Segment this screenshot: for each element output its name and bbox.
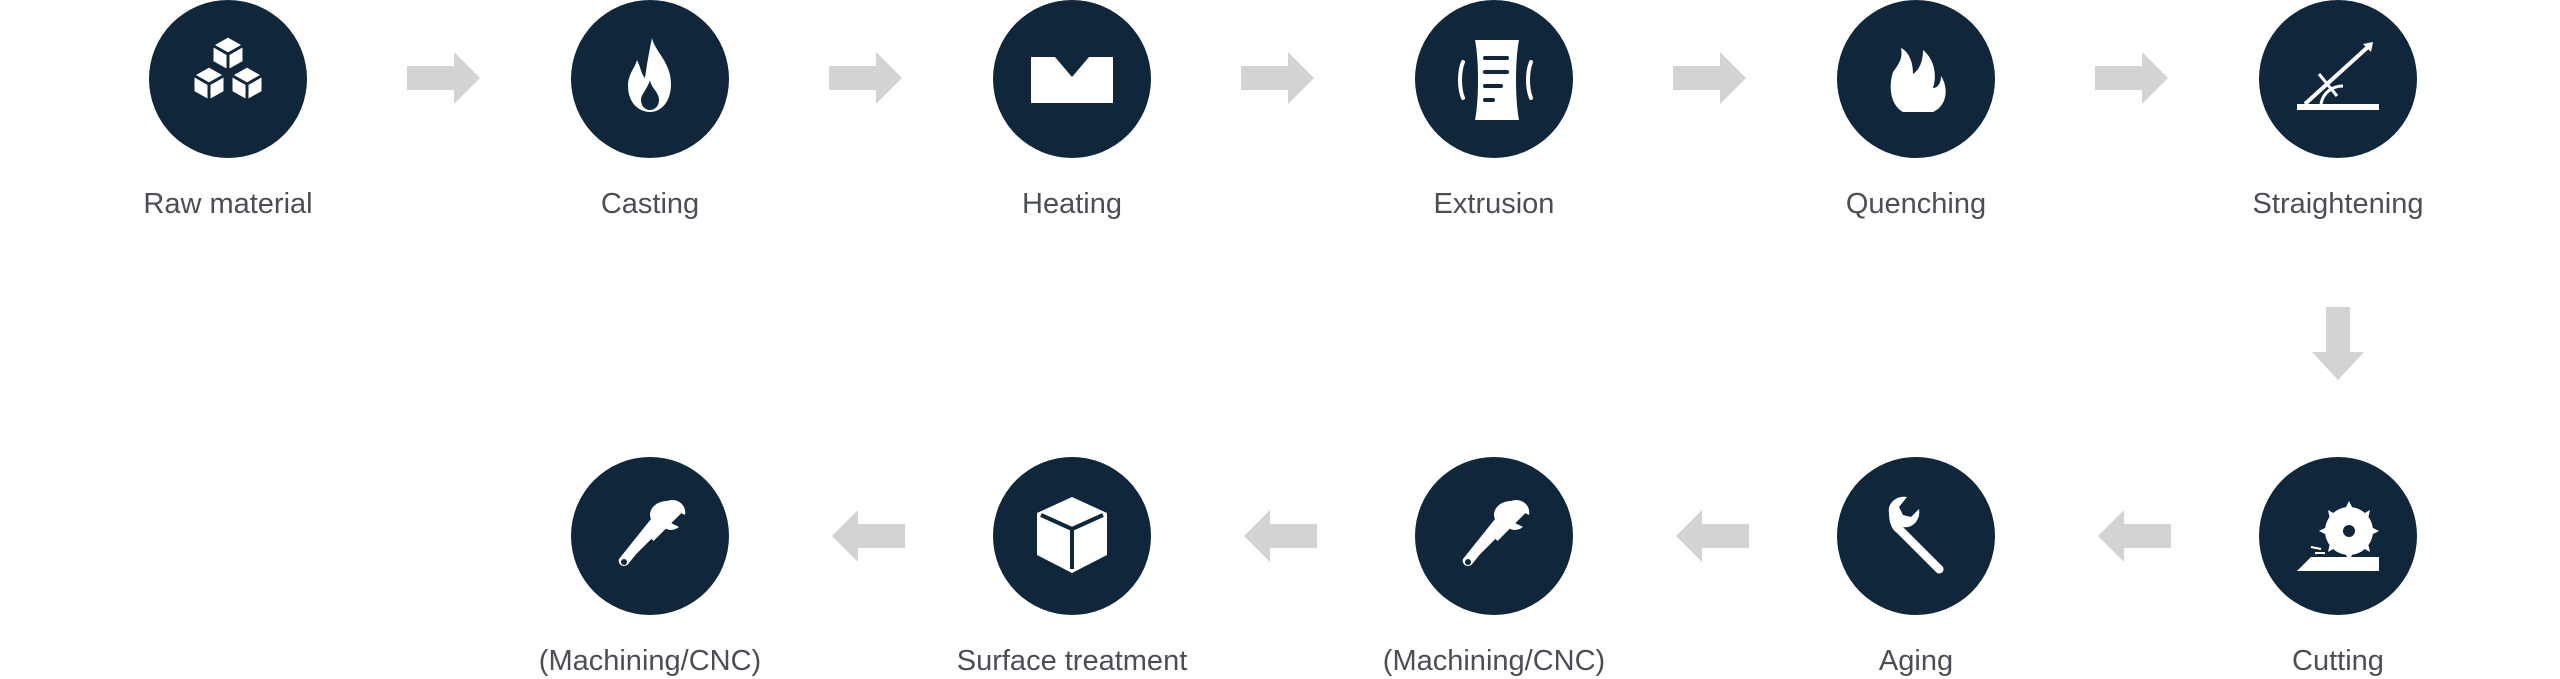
heating-icon [1031,57,1113,103]
step-circle [1837,457,1995,615]
arrow-left [828,508,908,564]
extrusion-icon [1458,40,1533,120]
step-label: Straightening [2252,188,2424,220]
arrow-left [2094,508,2174,564]
wrench-icon [1888,496,1944,574]
step-circle [571,457,729,615]
step-label: Quenching [1845,188,1987,220]
step-label: Raw material [143,188,313,220]
cubes-icon [191,34,265,103]
step-label: Extrusion [1433,188,1555,220]
fire-icon [1890,48,1946,112]
step-circle [1837,0,1995,158]
arrow-right [1238,50,1318,106]
step-label: Surface treatment [956,645,1188,677]
step-label: Cutting [2292,645,2384,677]
angle-icon [2297,42,2379,110]
step-label: Aging [1878,645,1954,677]
box-icon [1037,497,1107,573]
step-circle [993,0,1151,158]
step-label: Heating [1022,188,1122,220]
arrow-left [1672,508,1752,564]
flame-icon [628,38,671,112]
arrow-down [2310,304,2366,384]
arrow-right [826,50,906,106]
step-label: Casting [600,188,700,220]
step-label: (Machining/CNC) [538,645,762,677]
step-circle [1415,457,1573,615]
step-circle [993,457,1151,615]
step-circle [2259,457,2417,615]
arrow-left [1240,508,1320,564]
step-circle [2259,0,2417,158]
saw-icon [2297,501,2379,571]
tools-icon [618,499,686,566]
arrow-right [2092,50,2172,106]
arrow-right [1670,50,1750,106]
step-circle [1415,0,1573,158]
arrow-right [404,50,484,106]
step-circle [149,0,307,158]
tools-icon [1462,499,1530,566]
step-label: (Machining/CNC) [1382,645,1606,677]
step-circle [571,0,729,158]
